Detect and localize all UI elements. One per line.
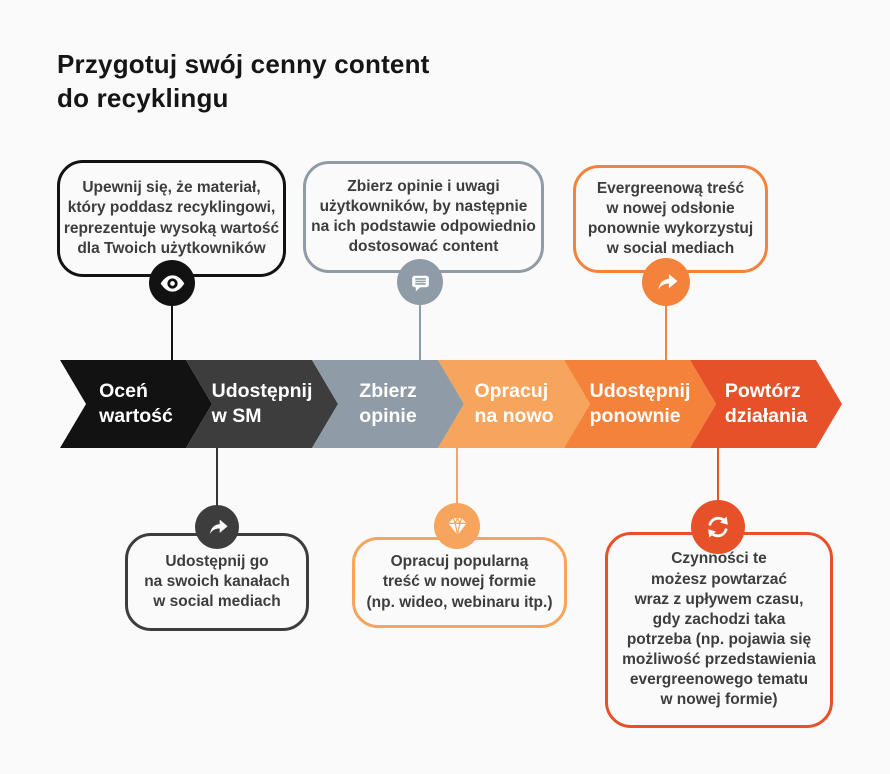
callout-bottom-repeat-actions: Czynności te możesz powtarzać wraz z upł… <box>605 532 833 728</box>
step-label: Powtórz działania <box>724 380 808 427</box>
step-label: Udostępnij ponownie <box>589 380 691 427</box>
callout-bottom-new-format: Opracuj popularną treść w nowej formie (… <box>352 537 567 628</box>
diamond-icon <box>434 503 480 549</box>
chat-icon <box>397 259 443 305</box>
connector-bottom-1 <box>216 448 218 534</box>
connector-top-2 <box>419 272 421 360</box>
step-label: Oceń wartość <box>99 380 173 427</box>
connector-bottom-3 <box>717 448 719 533</box>
process-step-ocen-wartosc: Oceń wartość <box>60 360 212 448</box>
callout-text: Evergreenową treść w nowej odsłonie pono… <box>587 179 754 258</box>
step-label: Zbierz opinie <box>359 380 417 427</box>
callout-text: Upewnij się, że materiał, który poddasz … <box>63 179 280 257</box>
step-label: Udostępnij w SM <box>211 380 313 427</box>
connector-top-3 <box>665 272 667 360</box>
callout-text: Zbierz opinie i uwagi użytkowników, by n… <box>311 177 536 256</box>
page-title: Przygotuj swój cenny content do recyklin… <box>57 49 430 113</box>
connector-bottom-2 <box>456 448 458 538</box>
process-step-powtorz-dzialania: Powtórz działania <box>690 360 842 448</box>
share-icon <box>195 505 239 549</box>
callout-top-assess-value: Upewnij się, że materiał, który poddasz … <box>57 160 286 277</box>
step-label: Opracuj na nowo <box>474 380 554 427</box>
connector-top-1 <box>171 276 173 360</box>
callout-text: Czynności te możesz powtarzać wraz z upł… <box>622 550 816 709</box>
callout-text: Opracuj popularną treść w nowej formie (… <box>366 553 553 611</box>
callout-text: Udostępnij go na swoich kanałach w socia… <box>144 552 290 611</box>
refresh-icon <box>691 500 745 554</box>
share-icon <box>642 258 690 306</box>
eye-icon <box>149 260 195 306</box>
callout-top-collect-feedback: Zbierz opinie i uwagi użytkowników, by n… <box>303 161 544 273</box>
process-step-udostepnij-w-sm: Udostępnij w SM <box>186 360 338 448</box>
callout-top-reshare-evergreen: Evergreenową treść w nowej odsłonie pono… <box>573 165 768 273</box>
